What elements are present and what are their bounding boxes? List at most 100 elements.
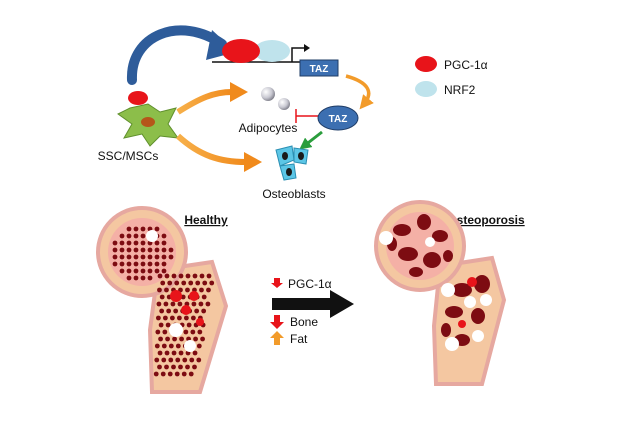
- marrow-dot: [171, 350, 177, 356]
- arrow-pgc1a-down-icon: [271, 278, 283, 288]
- marrow-dot: [140, 247, 146, 253]
- marrow-dot: [159, 294, 165, 300]
- marrow-dot: [133, 275, 139, 281]
- arrow-to-adipocytes: [176, 89, 233, 115]
- marrow-dot: [195, 280, 201, 286]
- osteoporosis-label: Osteoporosis: [447, 213, 525, 227]
- taz-promoter-label: TAZ: [310, 64, 329, 75]
- marrow-dot: [183, 329, 189, 335]
- marrow-dot: [178, 364, 183, 370]
- marrow-dot: [161, 357, 167, 363]
- marrow-dot: [140, 261, 146, 267]
- osteoporosis-fat-spots: [379, 231, 492, 351]
- marrow-dot: [172, 336, 177, 342]
- marrow-dot: [192, 364, 197, 370]
- marrow-dot: [200, 336, 205, 342]
- marrow-dot: [196, 357, 202, 363]
- legend-nrf2-label: NRF2: [444, 83, 476, 97]
- marrow-dot: [126, 275, 132, 281]
- adipocyte-sphere-1: [261, 87, 275, 101]
- marrow-dot: [192, 273, 198, 279]
- marrow-dot: [166, 308, 172, 314]
- osteoporosis-pgc1a-spots: [458, 277, 477, 328]
- marrow-dot: [197, 329, 203, 335]
- marrow-dot: [157, 350, 163, 356]
- marrow-dot: [157, 273, 163, 279]
- marrow-dot: [140, 240, 146, 246]
- marrow-dot: [112, 240, 118, 246]
- marrow-dot: [147, 261, 153, 267]
- marrow-dot: [133, 268, 139, 274]
- marrow-dot: [181, 371, 187, 377]
- marrow-dot: [133, 240, 139, 246]
- marrow-dot: [181, 280, 187, 286]
- marrow-dot: [165, 336, 170, 342]
- marrow-dot: [164, 350, 170, 356]
- marrow-dot: [171, 273, 177, 279]
- marrow-dot: [158, 322, 164, 328]
- marrow-dot: [126, 247, 132, 253]
- fat-up-arrow-icon: [270, 331, 284, 345]
- marrow-dot: [168, 357, 174, 363]
- pgc1a-in-cell: [128, 91, 148, 105]
- marrow-dot: [198, 301, 204, 307]
- adipocytes-label: Adipocytes: [239, 121, 298, 135]
- marrow-dot: [161, 268, 167, 274]
- marrow-dot: [147, 275, 153, 281]
- marrow-dot: [209, 280, 215, 286]
- marrow-dot: [112, 254, 118, 260]
- marrow-dot: [154, 226, 160, 232]
- marrow-dot: [196, 343, 202, 349]
- marrow-dot: [175, 343, 181, 349]
- osteoporosis-bone: [374, 200, 507, 386]
- marrow-dot: [158, 336, 163, 342]
- marrow-dot: [190, 329, 196, 335]
- marrow-dot: [119, 268, 125, 274]
- marrow-dot: [169, 315, 175, 321]
- marrow-dot: [177, 301, 183, 307]
- healthy-fat-spots: [146, 230, 196, 352]
- marrow-dot: [189, 357, 195, 363]
- center-arrow-label: PGC-1α: [288, 277, 332, 291]
- marrow-dot: [140, 275, 146, 281]
- marrow-dot: [164, 287, 169, 293]
- arrow-to-osteoblasts: [175, 133, 247, 165]
- legend-nrf2-icon: [415, 81, 437, 97]
- marrow-dot: [157, 287, 162, 293]
- legend-pgc1a-label: PGC-1α: [444, 58, 488, 72]
- marrow-dot: [155, 315, 161, 321]
- marrow-dot: [162, 315, 168, 321]
- marrow-dot: [185, 273, 191, 279]
- nrf2-on-promoter: [254, 40, 290, 62]
- marrow-dot: [160, 280, 166, 286]
- healthy-label: Healthy: [184, 213, 228, 227]
- marrow-dot: [140, 268, 146, 274]
- marrow-dot: [133, 261, 139, 267]
- marrow-dot: [190, 315, 196, 321]
- legend: PGC-1α NRF2: [415, 56, 488, 97]
- marrow-dot: [126, 240, 132, 246]
- marrow-dot: [201, 294, 207, 300]
- marrow-dot: [154, 240, 160, 246]
- marrow-dot: [126, 226, 132, 232]
- marrow-dot: [161, 240, 167, 246]
- marrow-dot: [163, 301, 169, 307]
- marrow-dot: [159, 308, 165, 314]
- marrow-dot: [174, 280, 180, 286]
- transcription-start-arrowhead: [304, 44, 310, 52]
- marrow-dot: [202, 280, 208, 286]
- marrow-dot: [126, 261, 132, 267]
- marrow-dot: [162, 329, 168, 335]
- marrow-dot: [199, 287, 204, 293]
- transcription-start-arrow: [291, 47, 306, 62]
- marrow-dot: [185, 287, 190, 293]
- stem-cell-nucleus: [141, 117, 155, 127]
- marrow-dot: [161, 247, 167, 253]
- bone-down-arrow-icon: [270, 315, 284, 329]
- orange-curved-arrow: [345, 74, 374, 110]
- marrow-dot: [167, 371, 173, 377]
- marrow-dot: [188, 280, 194, 286]
- taz-protein-label: TAZ: [329, 114, 348, 125]
- marrow-dot: [133, 233, 139, 239]
